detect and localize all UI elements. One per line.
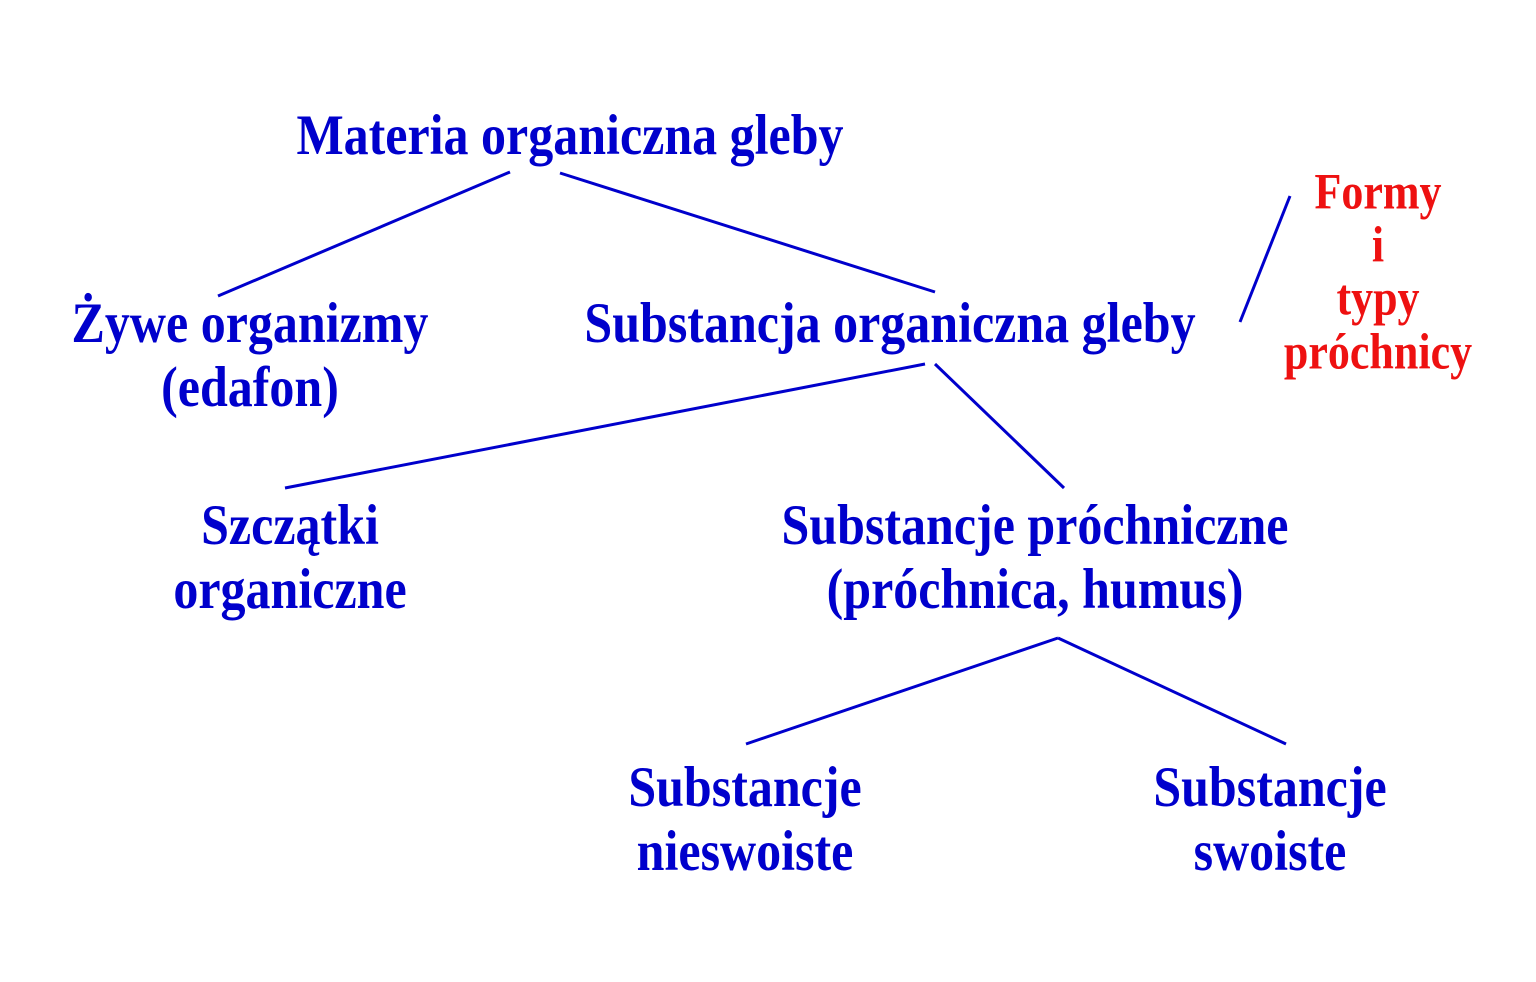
node-soil-organic-matter: Materia organiczna gleby [270,102,870,166]
node-living-organisms: Żywe organizmy (edafon) [40,290,460,419]
node-line: Materia organiczna gleby [296,102,844,167]
node-line: Szczątki [201,492,379,557]
note-line: Formy [1314,163,1442,221]
node-nonspecific-substances: Substancje nieswoiste [590,754,900,883]
node-line: swoiste [1193,818,1347,883]
note-humus-forms-types: Formy i typy próchnicy [1260,163,1496,380]
node-line: Substancje [1153,754,1387,819]
note-line: próchnicy [1283,323,1473,380]
edge-humic-nonspecific [745,636,1059,746]
edge-substance-humic [933,362,1066,490]
node-line: Substancje [628,754,862,819]
node-line: (próchnica, humus) [826,556,1244,621]
edge-root-living [217,170,511,298]
node-specific-substances: Substancje swoiste [1120,754,1420,883]
node-soil-organic-substance: Substancja organiczna gleby [550,290,1230,354]
node-line: (edafon) [161,354,339,419]
node-line: Żywe organizmy [71,290,429,355]
node-organic-remains: Szczątki organiczne [140,492,440,621]
node-humic-substances: Substancje próchniczne (próchnica, humus… [740,492,1330,621]
edge-root-substance [559,171,936,294]
node-line: organiczne [173,556,407,621]
node-line: Substancje próchniczne [781,492,1289,557]
node-line: nieswoiste [636,818,854,883]
note-line: typy [1336,269,1420,327]
edge-humic-specific [1057,636,1287,746]
edge-substance-remains [284,362,926,490]
node-line: Substancja organiczna gleby [584,290,1196,355]
edge-substance-note [1238,195,1292,323]
note-line: i [1371,216,1385,274]
